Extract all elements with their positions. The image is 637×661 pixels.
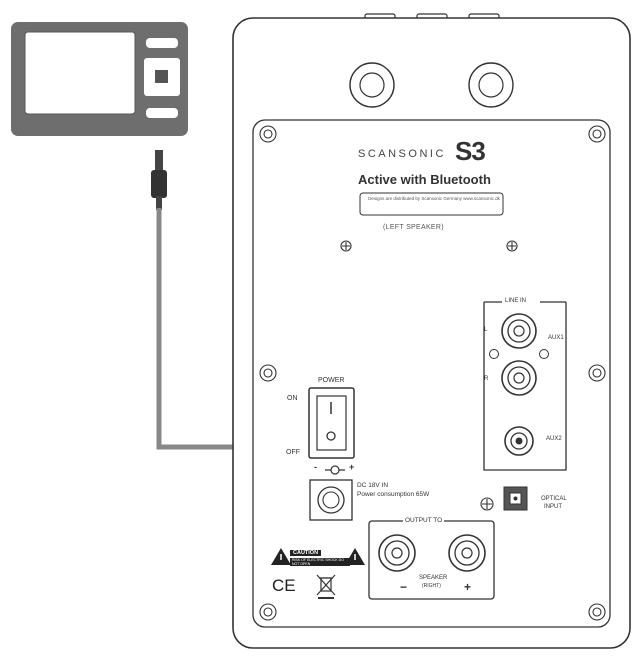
media-player-icon	[11, 22, 188, 136]
speaker-label: SPEAKER	[419, 575, 448, 581]
dc-polarity-minus: -	[314, 462, 317, 472]
speaker-side-label: (LEFT SPEAKER)	[383, 224, 444, 231]
line-in-panel	[483, 301, 567, 471]
channel-left-label: L	[484, 327, 488, 333]
speaker-terminal-icon	[368, 520, 495, 600]
power-label: POWER	[318, 377, 345, 384]
power-consumption-label: Power consumption 65W	[357, 491, 430, 498]
aux2-label: AUX2	[546, 436, 562, 442]
aux-jack-icon	[504, 426, 534, 456]
dc-input-label: DC 18V IN	[357, 482, 389, 489]
distribution-note-box	[359, 192, 504, 216]
optical-input-label: INPUT	[544, 504, 562, 510]
speaker-right-label: (RIGHT)	[422, 583, 441, 589]
dc-jack-icon	[309, 465, 353, 521]
power-on-label: ON	[287, 395, 298, 402]
dc-polarity-plus: +	[349, 462, 355, 472]
product-subtitle: Active with Bluetooth	[358, 172, 491, 187]
aux1-label: AUX1	[548, 335, 564, 341]
line-in-label: LINE IN	[505, 298, 527, 304]
distribution-note: Designs are distributed by Scansonic Ger…	[368, 196, 500, 201]
power-switch-icon	[308, 387, 355, 459]
brand-name: SCANSONIC	[358, 148, 446, 160]
channel-right-label: R	[484, 376, 489, 382]
terminal-plus-label: +	[464, 580, 472, 594]
optical-input-icon	[503, 486, 528, 511]
caution-label: CAUTION	[290, 550, 322, 556]
screw-icon	[259, 125, 606, 621]
brand-logo: S3	[455, 136, 486, 166]
output-to-label: OUTPUT TO	[403, 517, 445, 524]
tweeter-port-icon	[349, 62, 514, 108]
optical-label: OPTICAL	[541, 496, 567, 502]
rca-jack-icon	[489, 313, 549, 396]
power-off-label: OFF	[286, 449, 300, 456]
caution-detail: RISK OF ELECTRIC SHOCK DO NOT OPEN	[290, 558, 350, 566]
ce-mark: CE	[272, 576, 296, 595]
weee-bin-icon	[316, 574, 336, 599]
terminal-minus-label: −	[400, 580, 408, 594]
warning-triangle-icon	[271, 548, 365, 565]
